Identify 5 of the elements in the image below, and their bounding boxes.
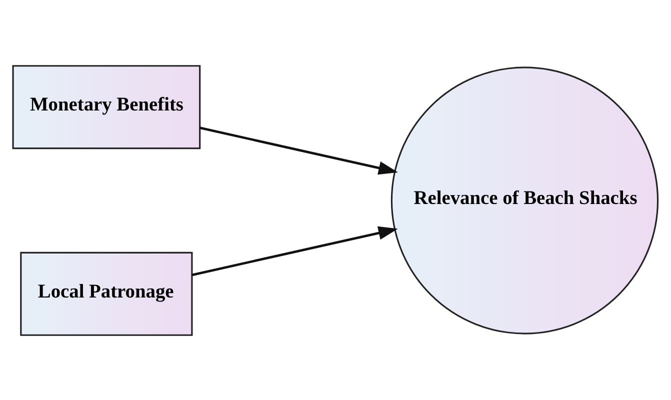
node-box: Local Patronage [20, 251, 193, 336]
arrow [192, 226, 398, 276]
arrow [200, 126, 398, 174]
node-circle: Relevance of Beach Shacks [390, 66, 659, 334]
node-box: Monetary Benefits [12, 64, 201, 149]
